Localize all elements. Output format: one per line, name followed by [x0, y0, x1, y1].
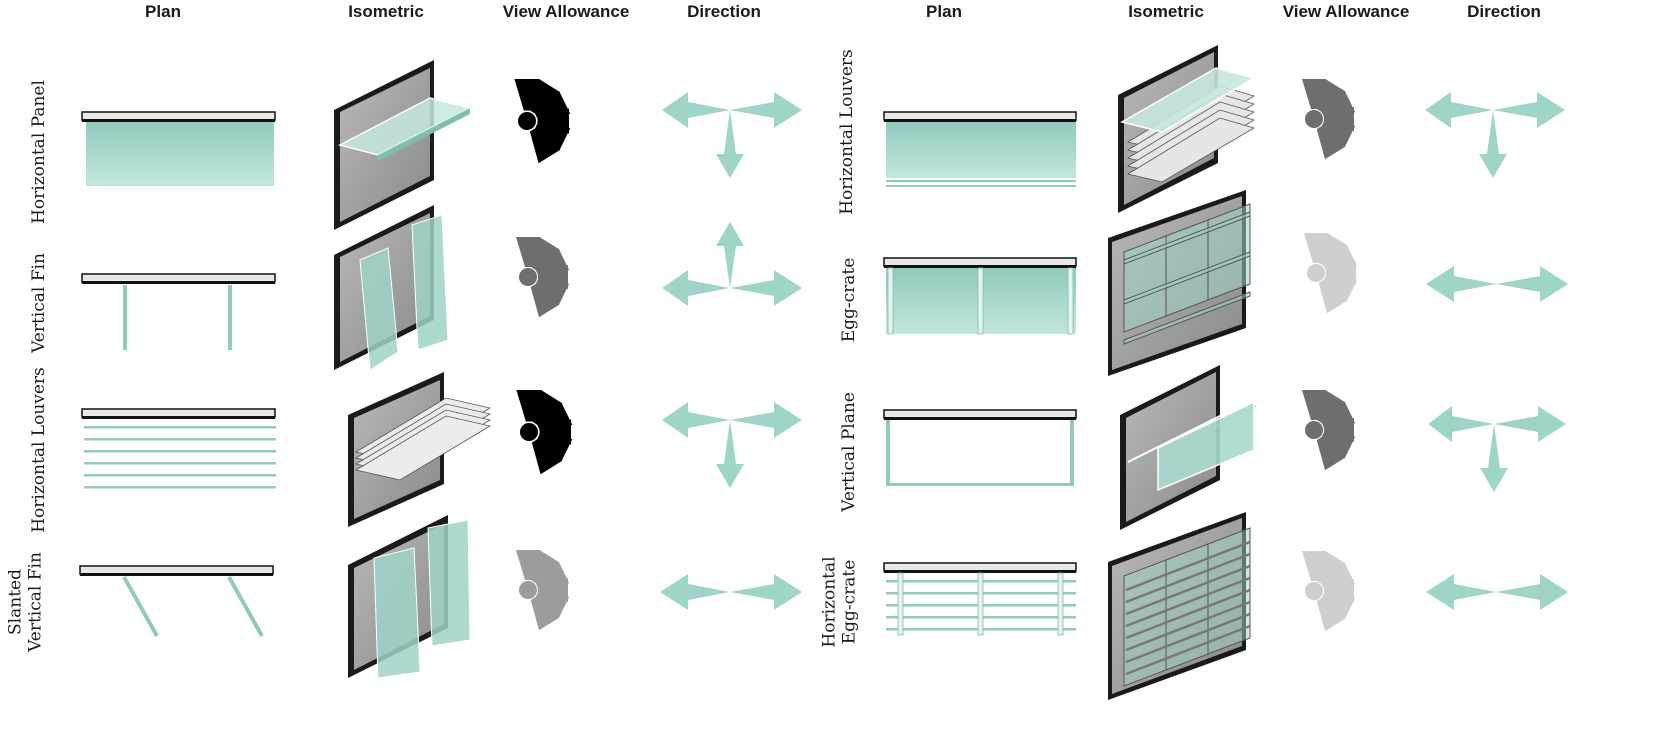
plan-slanted-vertical-fin	[79, 565, 274, 637]
view-allowance-icon-l3	[516, 389, 573, 475]
plan-horizontal-panel	[81, 111, 276, 186]
arrow-right-icon	[1496, 574, 1568, 610]
view-allowance-icon-l2	[516, 236, 570, 318]
arrow-down-icon	[716, 420, 744, 488]
arrow-left-icon	[660, 574, 730, 610]
arrow-down-icon	[1480, 424, 1508, 492]
plan-horizontal-egg-crate	[883, 562, 1077, 636]
arrow-right-icon	[730, 402, 802, 438]
view-allowance-icon-r2	[1304, 232, 1358, 314]
arrow-right-icon	[730, 574, 802, 610]
direction-arrows-r4	[1426, 574, 1568, 610]
direction-arrows-r3	[1428, 406, 1566, 492]
arrow-down-icon	[1479, 110, 1507, 178]
isometric-horizontal-louvers-left	[348, 372, 492, 527]
direction-arrows-l4	[660, 574, 802, 610]
plan-horizontal-louvers-right	[883, 111, 1077, 187]
header-direction-right: Direction	[1467, 2, 1541, 21]
arrow-left-icon	[1425, 92, 1493, 128]
isometric-vertical-fin	[334, 205, 449, 371]
direction-arrows-l3	[662, 402, 802, 488]
isometric-slanted-vertical-fin	[348, 515, 471, 679]
arrow-left-icon	[1426, 266, 1496, 302]
arrow-left-icon	[1428, 406, 1494, 442]
view-allowance-icon-l4	[516, 549, 570, 631]
direction-arrows-r1	[1425, 92, 1565, 178]
header-view-allowance-right: View Allowance	[1282, 2, 1410, 21]
direction-arrows-l1	[662, 92, 802, 178]
arrow-right-icon	[730, 92, 802, 128]
header-isometric-left: Isometric	[348, 2, 424, 21]
arrow-right-icon	[1496, 266, 1568, 302]
direction-arrows-r2	[1426, 266, 1568, 302]
header-plan-right: Plan	[926, 2, 962, 21]
view-allowance-icon-r3	[1302, 389, 1356, 471]
isometric-horizontal-panel	[334, 60, 473, 230]
header-isometric-right: Isometric	[1128, 2, 1204, 21]
arrow-left-icon	[662, 270, 730, 306]
header-plan-left: Plan	[145, 2, 181, 21]
isometric-horizontal-egg-crate	[1108, 512, 1251, 700]
plan-vertical-fin	[81, 273, 276, 350]
arrow-left-icon	[662, 402, 730, 438]
view-allowance-icon-l1	[514, 78, 571, 164]
arrow-left-icon	[1426, 574, 1496, 610]
plan-horizontal-louvers-left	[81, 408, 276, 489]
arrow-up-icon	[716, 222, 744, 288]
arrow-right-icon	[1493, 92, 1565, 128]
isometric-vertical-plane	[1120, 365, 1257, 530]
view-allowance-icon-r4	[1302, 550, 1356, 632]
arrow-down-icon	[716, 110, 744, 178]
isometric-horizontal-louvers-right	[1118, 45, 1256, 213]
header-direction-left: Direction	[687, 2, 761, 21]
direction-arrows-l2	[662, 222, 802, 306]
view-allowance-icon-r1	[1302, 78, 1356, 160]
arrow-left-icon	[662, 92, 730, 128]
header-view-allowance-left: View Allowance	[502, 2, 630, 21]
arrow-right-icon	[1494, 406, 1566, 442]
plan-egg-crate	[883, 257, 1077, 335]
plan-vertical-plane	[883, 409, 1077, 486]
isometric-egg-crate	[1108, 190, 1251, 376]
arrow-right-icon	[730, 270, 802, 306]
